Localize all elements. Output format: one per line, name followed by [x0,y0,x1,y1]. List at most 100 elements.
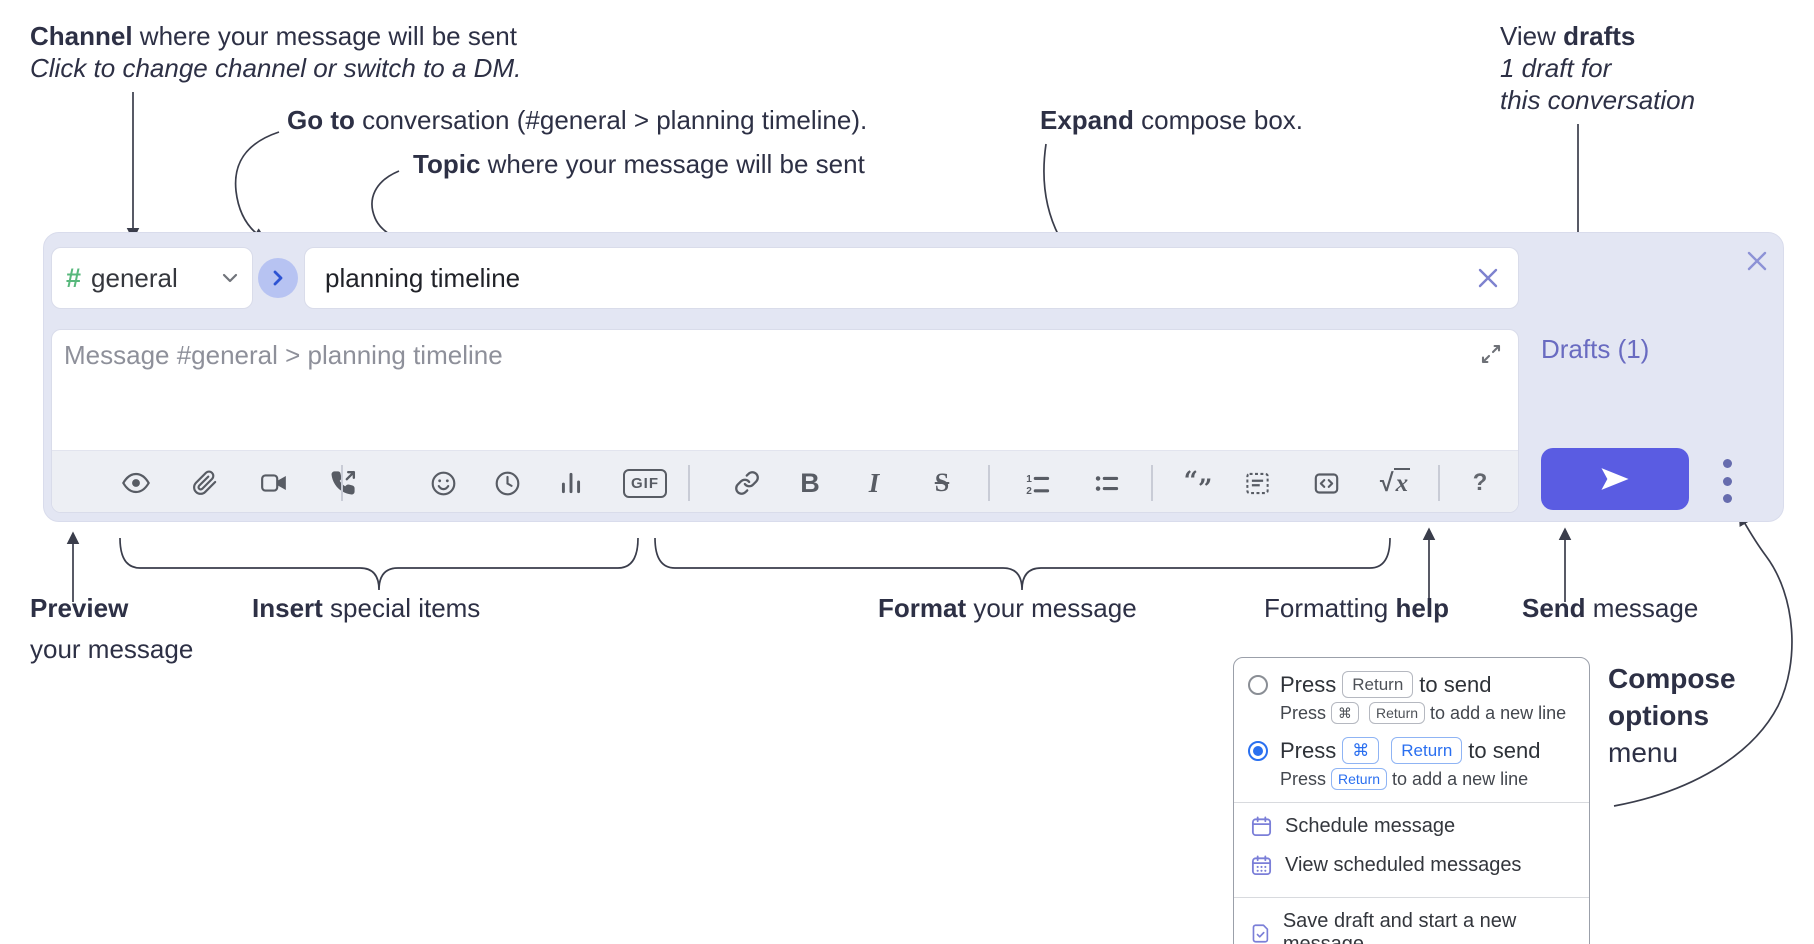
bullet-list-button[interactable] [1086,463,1126,503]
return-key-chip: Return [1342,671,1414,698]
menu-item-schedule-message[interactable]: Schedule message [1234,803,1589,846]
channel-hash-icon: # [66,262,82,293]
menu-item-save-draft[interactable]: Save draft and start a new message [1234,898,1589,944]
channel-selector-button[interactable]: # general [51,247,253,309]
compose-options-button[interactable] [1719,459,1735,503]
formula-button[interactable]: √x [1370,463,1420,503]
attach-file-button[interactable] [185,463,225,503]
goto-connector-curve [234,131,280,241]
channel-annotation-line2: Click to change channel or switch to a D… [30,53,522,83]
send-option-return[interactable]: Press Return to send [1234,658,1589,698]
expand-compose-icon[interactable] [1479,342,1503,366]
svg-text:2: 2 [1026,486,1032,497]
send-button[interactable] [1541,448,1689,510]
channel-annotation-line1: Channel where your message will be sent [30,21,517,51]
formatting-help-annotation: Formatting help [1264,593,1449,623]
link-icon [735,471,759,495]
calendar-icon [1251,816,1272,837]
bold-button[interactable]: B [790,463,830,503]
link-button[interactable] [727,463,767,503]
expand-annotation: Expand compose box. [1040,105,1304,135]
code-icon [1314,472,1338,494]
view-drafts-line1: View drafts [1500,21,1636,51]
compose-options-annotation: Compose options menu [1608,663,1736,768]
view-drafts-line3: this conversation [1500,85,1696,115]
strikethrough-icon: S [934,468,950,497]
toolbar-divider [341,465,343,501]
close-compose-button[interactable] [1742,246,1772,276]
insert-brace [119,537,639,591]
draft-check-icon [1252,923,1269,943]
return-key-chip: Return [1369,702,1426,724]
goto-conversation-button[interactable] [258,258,298,298]
phone-call-icon [331,470,356,495]
topic-annotation: Topic where your message will be sent [413,149,865,179]
return-key-chip: Return [1331,768,1388,790]
paperclip-icon [193,470,217,495]
chevron-down-icon [222,273,238,283]
italic-icon: I [868,467,880,498]
clock-icon [495,471,519,495]
italic-button[interactable]: I [854,463,894,503]
svg-text:1: 1 [1026,473,1032,484]
message-compose-area[interactable]: Message #general > planning timeline [51,329,1519,513]
menu-divider [1234,897,1589,898]
send-annotation: Send message [1522,593,1699,623]
bar-chart-icon [561,472,581,494]
snippet-button[interactable] [1237,463,1277,503]
strikethrough-button[interactable]: S [922,463,962,503]
toolbar-divider [1151,465,1153,501]
close-icon [1747,251,1767,271]
poll-button[interactable] [551,463,591,503]
toolbar-divider [688,465,690,501]
compose-options-menu: Press Return to send Press ⌘ Return to a… [1233,657,1590,944]
chevron-right-icon [273,270,283,286]
toolbar-divider [988,465,990,501]
cmd-key-chip: ⌘ [1342,737,1380,764]
preview-button[interactable] [116,463,156,503]
send-option-return-sub: Press ⌘ Return to add a new line [1280,702,1567,724]
format-brace [654,537,1391,591]
goto-annotation: Go to conversation (#general > planning … [287,105,868,135]
channel-annotation: Channel where your message will be sent … [30,20,521,84]
audio-call-button[interactable] [323,463,363,503]
radio-unselected[interactable] [1248,674,1268,695]
text-snippet-icon [1245,472,1269,494]
menu-divider [1234,802,1589,803]
channel-name: general [91,262,178,293]
message-placeholder: Message #general > planning timeline [64,340,503,370]
gif-icon: GIF [623,468,667,498]
insert-annotation: Insert special items [252,593,481,623]
blockquote-button[interactable]: “” [1178,463,1218,503]
view-drafts-line2: 1 draft for [1500,53,1612,83]
clear-topic-icon[interactable] [1476,266,1500,290]
question-mark-icon: ? [1472,469,1488,496]
formatting-help-button[interactable]: ? [1460,463,1500,503]
ordered-list-icon: 12 [1026,473,1049,497]
emoji-button[interactable] [423,463,463,503]
eye-icon [122,472,150,494]
compose-box: # general planning timeline Message #gen… [43,232,1784,522]
kebab-dot [1722,459,1732,468]
video-clip-button[interactable] [254,463,294,503]
toolbar-divider [1438,465,1440,501]
send-option-cmd-return-sub: Press Return to add a new line [1280,768,1529,790]
menu-item-view-scheduled[interactable]: View scheduled messages [1234,846,1589,885]
radio-selected[interactable] [1248,740,1268,761]
kebab-dot [1722,476,1732,486]
send-plane-icon [1601,468,1629,490]
drafts-link[interactable]: Drafts (1) [1541,334,1650,364]
recent-button[interactable] [487,463,527,503]
send-option-cmd-return[interactable]: Press ⌘ Return to send [1234,724,1589,764]
bullet-list-icon [1095,475,1118,491]
format-annotation: Format your message [878,593,1137,623]
topic-input[interactable]: planning timeline [304,247,1519,309]
return-key-chip: Return [1391,737,1463,764]
code-block-button[interactable] [1306,463,1346,503]
quote-icon: “” [1183,465,1213,503]
smiley-icon [431,471,455,495]
gif-button[interactable]: GIF [620,463,670,503]
